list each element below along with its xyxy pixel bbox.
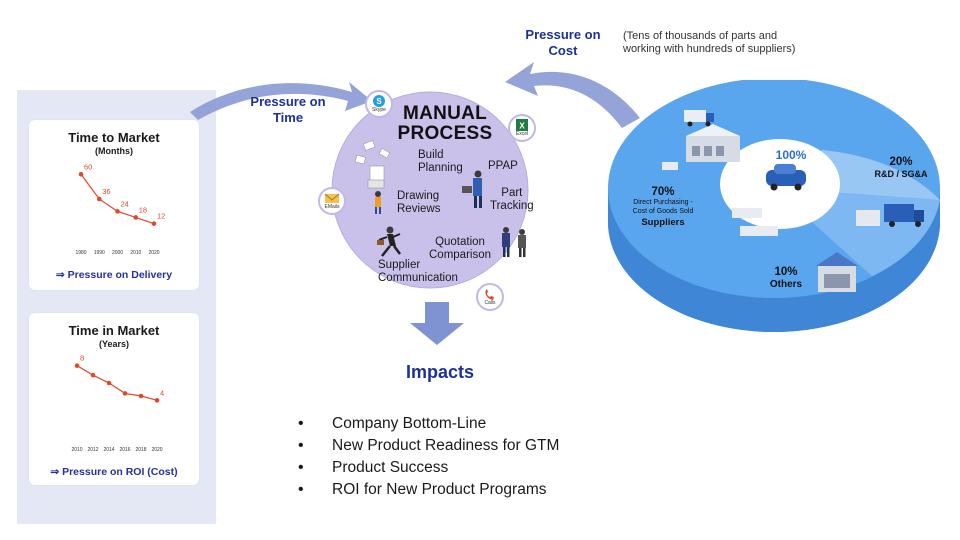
delivery-truck-icon [856,204,924,227]
chart-data-label: 12 [157,212,165,221]
activity-drawing-reviews: Drawing Reviews [397,190,441,215]
chart-x-tick-label: 2020 [151,447,162,453]
impact-item: New Product Readiness for GTM [296,435,559,457]
chart-data-point [154,398,160,403]
supplier-truck-icon [684,110,714,127]
chart-data-label: 4 [160,388,164,397]
cost-pressure-arrow [505,62,640,128]
flying-papers-icon [354,140,391,189]
phone-call-tool-icon: Calls [476,283,504,311]
pie-slice-label-others: 10% Others [769,266,803,290]
assembly-line-icon [662,162,778,236]
two-people-meeting-icon [502,227,526,257]
chart-x-tick-label: 2014 [103,447,114,453]
activity-quotation-comparison: Quotation Comparison [429,236,491,261]
chart-data-point [106,380,112,386]
chart-x-tick-label: 2012 [87,447,98,453]
activity-ppap: PPAP [488,160,518,172]
chart-data-point [122,391,128,396]
impacts-title: Impacts [405,362,475,382]
running-person-icon [377,226,401,257]
impact-item: ROI for New Product Programs [296,479,559,501]
card-title: Time in Market [68,323,160,338]
chart-x-tick-label: 2010 [130,250,141,256]
time-pressure-arrow [190,82,372,120]
person-on-phone-icon [462,170,482,208]
impacts-down-arrow [410,302,464,345]
card-title: Time to Market [68,130,160,145]
card-subtitle: (Months) [95,146,133,156]
chart-data-point [138,393,144,399]
pressure-on-time-label: Pressure on Time [250,94,326,125]
chart-data-point [133,215,139,220]
person-carrying-papers-icon [375,191,381,214]
email-tool-icon: EMails [318,187,346,215]
excel-tool-icon: X Excel [508,114,536,142]
chart-data-label: 60 [84,162,92,171]
chart-x-tick-label: 1980 [75,250,86,256]
chart-data-label: 24 [121,199,129,208]
chart-data-label: 36 [102,187,110,196]
factory-icon [686,124,740,162]
car-icon [766,164,806,191]
manual-process-title: MANUAL PROCESS [397,103,493,144]
activity-part-tracking: Part Tracking [490,187,534,212]
impact-item: Company Bottom-Line [296,413,559,435]
chart-data-point [74,363,80,368]
card-subtitle: (Years) [98,339,130,349]
chart-x-tick-label: 2000 [112,250,123,256]
chart-series-line [76,365,158,401]
pressure-on-cost-label: Pressure on Cost [525,27,601,58]
time-in-market-chart: 8 4 2010 2012 2014 2016 2018 2020 [71,354,164,453]
chart-data-point [115,209,120,214]
time-to-market-chart: 60 36 24 18 12 1980 1990 2000 2010 2020 [75,162,165,256]
card-footer: ⇒ Pressure on Delivery [55,269,173,281]
cost-pressure-note: (Tens of thousands of parts and working … [623,30,796,55]
chart-data-label: 18 [139,205,147,214]
chart-data-label: 8 [80,354,84,363]
activity-supplier-communication: Supplier Communication [378,259,458,284]
skype-tool-icon: S Skype [365,90,393,118]
chart-x-tick-label: 2018 [135,447,146,453]
svg-text:X: X [519,122,525,131]
svg-text:S: S [376,97,382,106]
impacts-list: Company Bottom-Line New Product Readines… [296,413,559,501]
chart-data-point [78,171,84,177]
chart-data-point [90,372,96,378]
chart-x-tick-label: 1990 [94,250,105,256]
time-in-market-card: Time in Market (Years) 8 4 2010 2012 2014 201… [29,313,199,485]
chart-x-tick-label: 2020 [148,250,159,256]
card-footer: ⇒ Pressure on ROI (Cost) [50,466,178,478]
pie-total-label: 100% [775,148,807,162]
warehouse-icon [816,252,858,292]
chart-x-tick-label: 2016 [119,447,130,453]
impact-item: Product Success [296,457,559,479]
chart-data-point [151,221,157,226]
chart-data-point [96,196,102,202]
cost-breakdown-pie [608,80,940,332]
pie-slice-label-suppliers: 70% Direct Purchasing - Cost of Goods So… [632,186,694,228]
time-to-market-card: Time to Market (Months) 60 36 24 18 12 1980 19… [29,120,199,290]
pie-slice-label-rnd: 20% R&D / SG&A [874,156,928,179]
activity-build-planning: Build Planning [418,149,463,174]
chart-x-tick-label: 2010 [71,447,82,453]
